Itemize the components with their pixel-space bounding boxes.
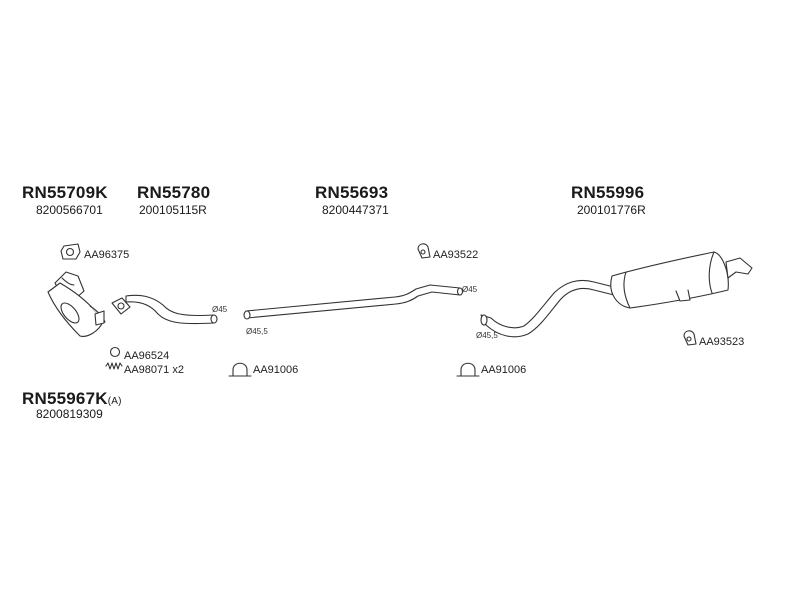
part-number-mounting-kit: RN55967K(A)	[22, 389, 122, 409]
accessory-label-clamp-right: AA91006	[481, 364, 527, 376]
clamp-left-icon	[228, 362, 252, 377]
mounting-kit-number: RN55967K	[22, 389, 108, 408]
hanger-top-icon	[417, 243, 431, 259]
oe-number-front-pipe: 200105115R	[139, 203, 207, 217]
ring-gasket-icon	[109, 346, 121, 358]
part-number-catalyst: RN55709K	[22, 183, 108, 202]
catalytic-converter-icon	[47, 271, 106, 337]
diameter-label-middle-pipe-end: Ø45	[462, 285, 478, 294]
gasket-top-icon	[60, 243, 81, 260]
oe-number-mounting-kit: 8200819309	[36, 407, 103, 421]
part-number-middle-pipe: RN55693	[315, 183, 389, 202]
oe-number-catalyst: 8200566701	[36, 203, 103, 217]
accessory-label-hanger-right: AA93523	[699, 336, 745, 348]
accessory-label-clamp-left: AA91006	[253, 364, 299, 376]
accessory-label-hanger-top: AA93522	[433, 249, 479, 261]
rear-silencer-icon	[480, 251, 753, 338]
diameter-label-rear-pipe-start: Ø45,5	[476, 331, 498, 340]
accessory-label-ring-gasket: AA96524	[124, 350, 170, 362]
accessory-label-spring: AA98071 x2	[124, 364, 184, 376]
hanger-right-icon	[683, 330, 697, 346]
oe-number-rear-silencer: 200101776R	[577, 203, 646, 217]
diameter-label-front-pipe-end: Ø45	[212, 305, 228, 314]
front-pipe-icon	[111, 294, 218, 325]
accessory-label-gasket-top: AA96375	[84, 249, 130, 261]
mounting-kit-suffix: (A)	[107, 396, 122, 407]
part-number-rear-silencer: RN55996	[571, 183, 645, 202]
diameter-label-middle-pipe-start: Ø45,5	[246, 327, 268, 336]
clamp-right-icon	[456, 362, 480, 377]
oe-number-middle-pipe: 8200447371	[322, 203, 389, 217]
spring-icon	[105, 362, 123, 370]
middle-pipe-icon	[243, 284, 464, 320]
part-number-front-pipe: RN55780	[137, 183, 211, 202]
